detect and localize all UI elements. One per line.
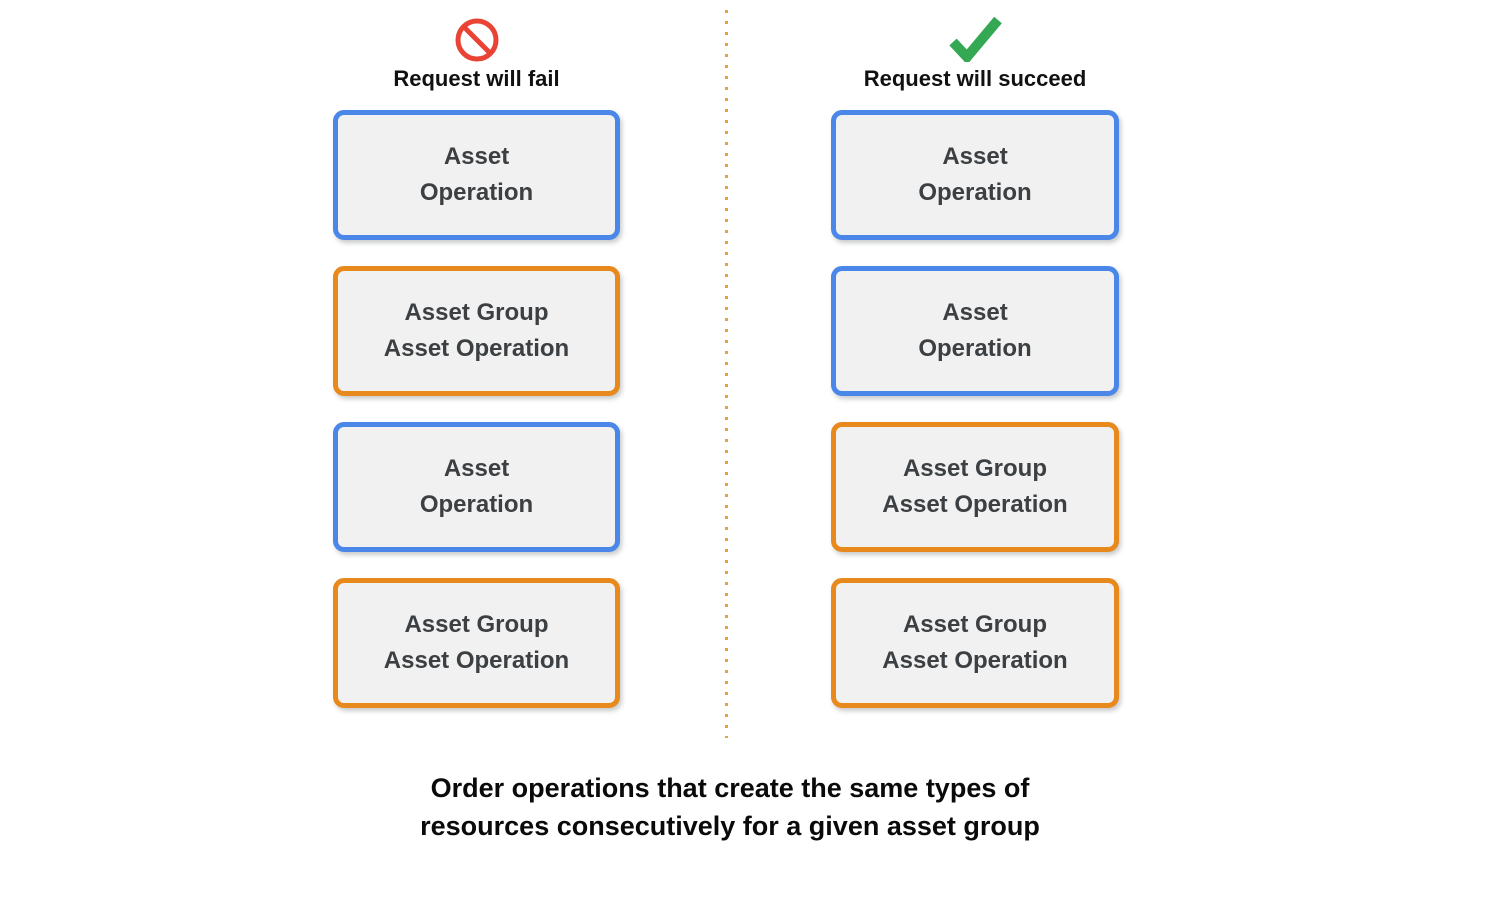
box-asset-group-asset-operation: Asset Group Asset Operation	[831, 422, 1119, 552]
box-label: Asset Operation	[918, 299, 1032, 362]
box-label: Asset Group Asset Operation	[882, 455, 1068, 518]
box-label: Asset Group Asset Operation	[383, 299, 570, 362]
prohibition-icon	[455, 14, 499, 62]
box-label: Asset Operation	[918, 143, 1032, 206]
fail-column: Request will fail Asset Operation Asset …	[333, 14, 620, 708]
succeed-column: Request will succeed Asset Operation Ass…	[831, 14, 1119, 708]
box-label: Asset Operation	[419, 143, 534, 206]
fail-column-title: Request will fail	[393, 66, 560, 91]
succeed-column-title: Request will succeed	[863, 66, 1087, 91]
box-label: Asset Group Asset Operation	[383, 611, 570, 674]
checkmark-icon	[946, 14, 1004, 62]
box-asset-operation: Asset Operation	[333, 110, 620, 240]
box-asset-operation: Asset Operation	[831, 266, 1119, 396]
divider-dotted-line	[725, 10, 728, 738]
box-asset-group-asset-operation: Asset Group Asset Operation	[333, 266, 620, 396]
box-asset-operation: Asset Operation	[831, 110, 1119, 240]
box-asset-group-asset-operation: Asset Group Asset Operation	[831, 578, 1119, 708]
box-asset-group-asset-operation: Asset Group Asset Operation	[333, 578, 620, 708]
caption: Order operations that create the same ty…	[420, 773, 1040, 841]
box-label: Asset Group Asset Operation	[882, 611, 1068, 674]
box-label: Asset Operation	[419, 455, 534, 518]
box-asset-operation: Asset Operation	[333, 422, 620, 552]
